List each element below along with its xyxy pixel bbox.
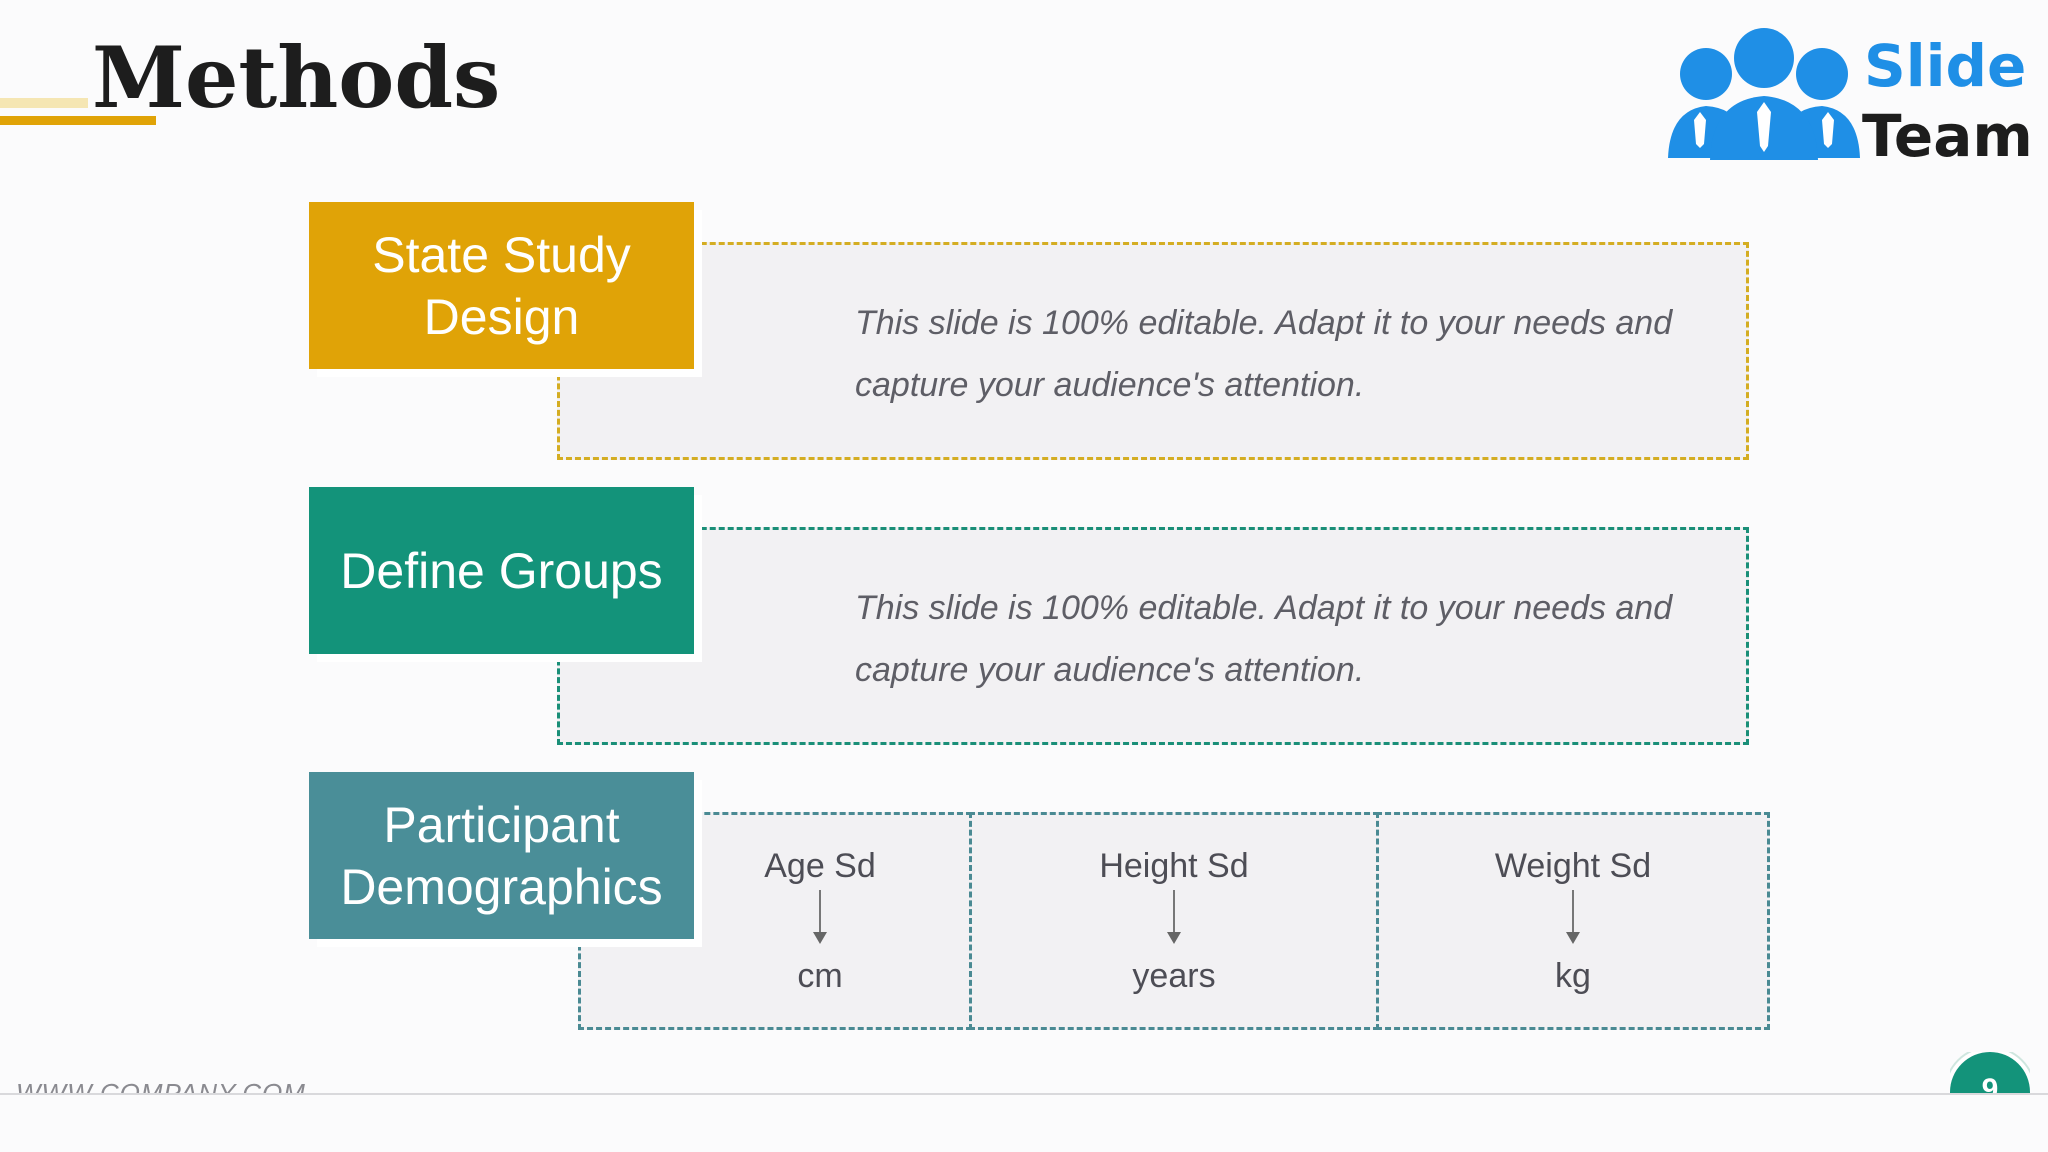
demographic-item: Height Sd years [1054,812,1294,1030]
footer-url[interactable]: WWW.COMPANY.COM [16,1080,306,1093]
logo-word-team: Team [1862,102,2033,170]
demographic-unit: cm [797,957,843,995]
footer-divider [0,1093,2048,1095]
demographic-unit: years [1132,957,1216,995]
arrow-head-icon [1167,932,1181,944]
demographic-unit: kg [1555,957,1591,995]
slide-title: Methods [92,28,501,127]
logo-word-slide: Slide [1864,32,2027,100]
down-arrow-icon [819,890,821,936]
arrow-head-icon [813,932,827,944]
down-arrow-icon [1173,890,1175,936]
page-number-badge: 9 [1950,1052,2030,1093]
arrow-head-icon [1566,932,1580,944]
slideteam-logo: Slide Team [1664,28,2033,168]
description-box [557,242,1749,460]
demographic-item: Age Sd cm [700,812,940,1030]
title-accent-light [0,98,88,108]
description-text: This slide is 100% editable. Adapt it to… [855,304,1673,404]
down-arrow-icon [1572,890,1574,936]
demographic-name: Height Sd [1099,847,1249,885]
description-box [557,527,1749,745]
title-accent-bar [0,116,156,125]
description-text: This slide is 100% editable. Adapt it to… [855,589,1673,689]
section-label: Participant Demographics [309,772,694,939]
demographic-name: Weight Sd [1494,847,1652,885]
demographic-name: Age Sd [764,847,876,885]
demographic-item: Weight Sd kg [1453,812,1693,1030]
section-label: Define Groups [309,487,694,654]
page-number: 9 [1950,1052,2030,1093]
section-label: State Study Design [309,202,694,369]
people-logo-icon [1668,28,1860,160]
